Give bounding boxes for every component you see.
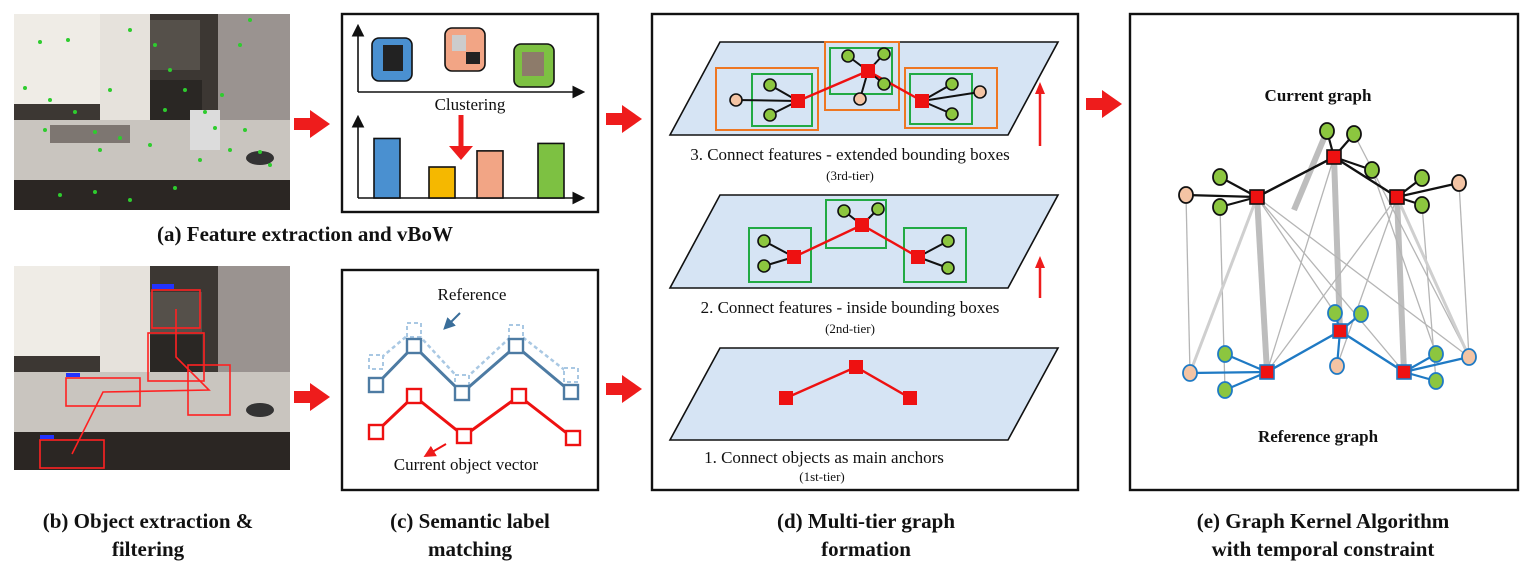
arrow-d-to-e [1086, 90, 1122, 118]
reference-vector [367, 322, 580, 402]
histogram-bar [537, 142, 565, 199]
tier3-plane [668, 41, 1060, 136]
graph-kernel-box [1128, 12, 1520, 492]
caption-e-line2: with temporal constraint [1212, 537, 1435, 561]
reference-pointer [443, 312, 461, 330]
arrow-b-to-c [294, 383, 330, 411]
current-graph [1178, 122, 1467, 216]
arrow-a-to-vbow [294, 110, 330, 138]
kernel-matching-edges [1185, 129, 1471, 391]
current-pointer [423, 443, 447, 458]
tier2-sublabel: (2nd-tier) [825, 321, 875, 336]
reference-graph-label: Reference graph [1258, 427, 1379, 446]
kitchen-photo-objects [14, 266, 290, 470]
caption-b-line2: filtering [112, 537, 185, 561]
current-graph-label: Current graph [1265, 86, 1372, 105]
flow-arrows [294, 90, 1122, 411]
histogram-bar [373, 137, 401, 199]
clustering-down-arrow-head [449, 146, 473, 160]
caption-d-line1: (d) Multi-tier graph [777, 509, 955, 533]
caption-b-line1: (b) Object extraction & [43, 509, 254, 533]
caption-c-line2: matching [428, 537, 513, 561]
tier1-plane [668, 347, 1060, 441]
kitchen-photo-features [14, 14, 290, 210]
tier2-plane [668, 194, 1060, 289]
current-vector-label: Current object vector [394, 455, 539, 474]
caption-e-line1: (e) Graph Kernel Algorithm [1197, 509, 1450, 533]
tier2-label: 2. Connect features - inside bounding bo… [701, 298, 1000, 317]
current-object-vector [367, 387, 582, 447]
caption-a: (a) Feature extraction and vBoW [157, 222, 453, 246]
histogram [351, 114, 586, 205]
histogram-bar [428, 166, 456, 199]
tier1-label: 1. Connect objects as main anchors [704, 448, 944, 467]
arrow-c-to-d [606, 375, 642, 403]
tier-up-arrows [1035, 82, 1045, 298]
tier3-sublabel: (3rd-tier) [826, 168, 874, 183]
tier3-label: 3. Connect features - extended bounding … [690, 145, 1010, 164]
reference-label: Reference [438, 285, 507, 304]
tier1-sublabel: (1st-tier) [799, 469, 844, 484]
arrow-vbow-to-d [606, 105, 642, 133]
caption-c-line1: (c) Semantic label [390, 509, 550, 533]
clustering-label: Clustering [435, 95, 506, 114]
caption-d-line2: formation [821, 537, 911, 561]
histogram-bar [476, 150, 504, 199]
reference-graph [1182, 304, 1477, 399]
clustering-plot [351, 23, 586, 99]
